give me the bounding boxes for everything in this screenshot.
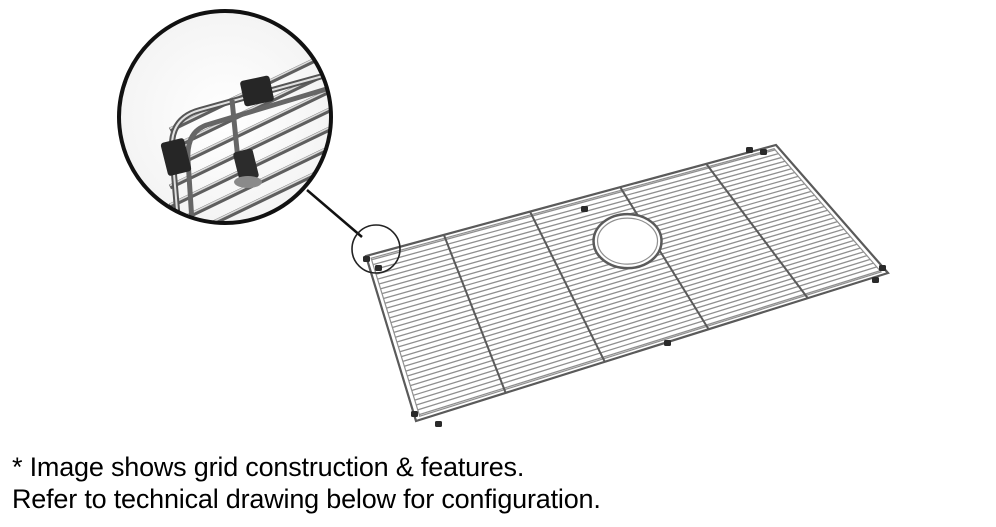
rubber-bumper-foot <box>760 149 767 155</box>
rubber-bumper-foot <box>411 411 418 417</box>
grid-inner-frame <box>370 147 883 417</box>
support-bar <box>529 211 606 363</box>
grid-frame <box>364 143 890 423</box>
rubber-bumper-foot <box>375 265 382 271</box>
rubber-bumper-foot <box>746 147 753 153</box>
grid-wire <box>405 236 851 372</box>
grid-wire <box>372 153 779 266</box>
grid-wire <box>371 149 776 261</box>
rubber-bumper-foot <box>435 421 442 427</box>
support-bar <box>619 186 710 330</box>
grid-wire <box>410 247 861 387</box>
grid-wire <box>419 270 881 416</box>
grid-wire <box>393 205 825 333</box>
grid-wire <box>407 239 854 377</box>
rubber-bumper-foot <box>581 206 588 212</box>
grid-wire <box>401 224 841 358</box>
grid-wire <box>398 217 835 348</box>
grid-wire <box>411 251 864 392</box>
grid-wire <box>374 156 782 271</box>
sink-grid <box>363 143 890 427</box>
grid-wire <box>417 266 877 411</box>
grid-wire <box>392 202 822 329</box>
grid-wire <box>402 228 845 363</box>
grid-wire <box>416 262 874 406</box>
grid-wire <box>375 160 786 275</box>
detail-magnifier-circle <box>117 9 333 225</box>
grid-wire <box>399 220 838 353</box>
grid-wire <box>413 254 868 396</box>
callout-leader-line <box>306 189 363 238</box>
detail-marker-circle <box>351 224 401 274</box>
grid-wire <box>408 243 858 382</box>
support-bar <box>705 163 809 299</box>
rubber-bumper-foot <box>664 340 671 346</box>
grid-wire <box>378 168 792 285</box>
grid-wire <box>395 209 828 338</box>
grid-wire <box>377 164 789 280</box>
rubber-bumper-foot <box>872 277 879 283</box>
rubber-bumper-foot <box>879 265 886 271</box>
grid-wire <box>380 171 796 290</box>
grid-wire <box>381 175 799 295</box>
support-bar <box>442 234 507 394</box>
grid-wire <box>396 213 832 343</box>
rubber-bumper-foot <box>363 256 370 262</box>
grid-wire <box>404 232 848 367</box>
caption-line-2: Refer to technical drawing below for con… <box>12 484 601 514</box>
caption-line-1: * Image shows grid construction & featur… <box>12 452 525 482</box>
grid-wire <box>414 258 871 401</box>
